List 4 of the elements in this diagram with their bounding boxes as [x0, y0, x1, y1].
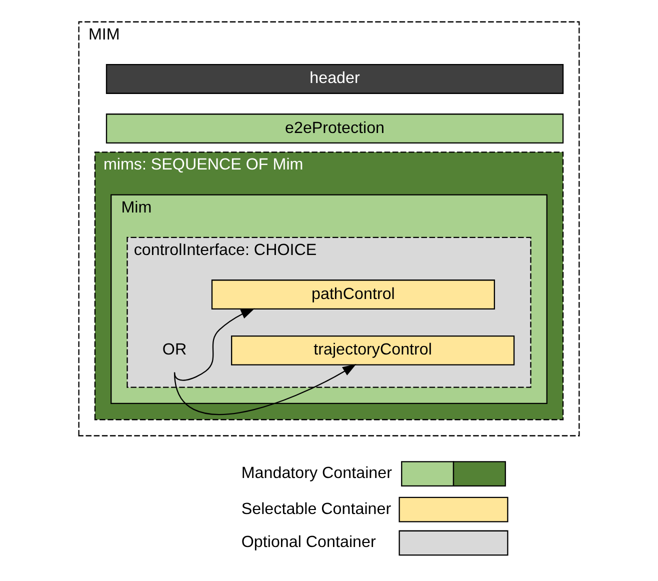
- legend-label: Optional Container: [241, 533, 376, 552]
- node-text: OR: [162, 340, 187, 359]
- legend-label: Mandatory Container: [241, 464, 392, 482]
- legend-label: Selectable Container: [241, 500, 392, 518]
